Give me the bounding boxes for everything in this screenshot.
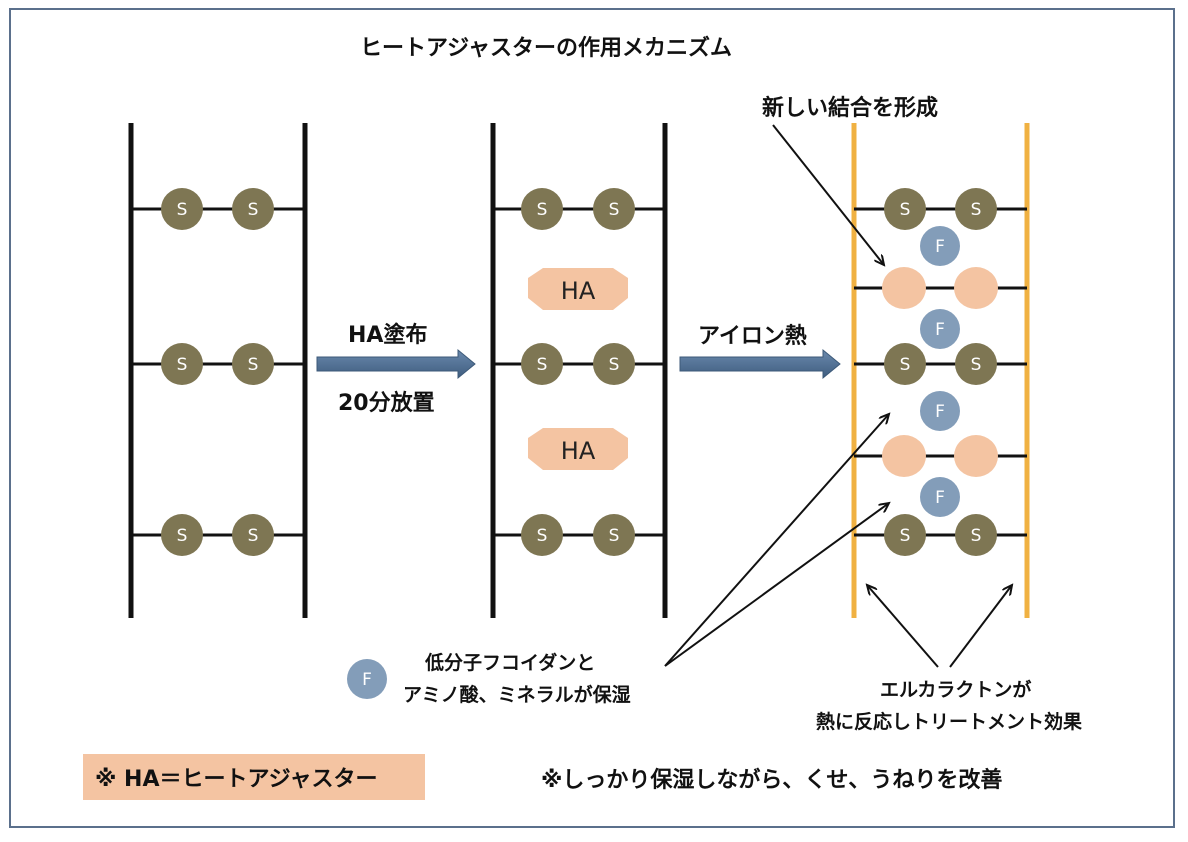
callout-arrow — [949, 585, 1012, 668]
s-atom: S — [593, 188, 635, 230]
fucoidan-label-line1: 低分子フコイダンと — [425, 652, 596, 674]
process-arrow — [679, 348, 841, 380]
f-molecule: F — [920, 391, 960, 431]
s-atom: S — [955, 343, 997, 385]
s-atom: S — [884, 343, 926, 385]
diagram-title: ヒートアジャスターの作用メカニズム — [360, 36, 733, 61]
f-molecule: F — [920, 309, 960, 349]
svg-text:F: F — [935, 488, 945, 508]
step1-sublabel: 20分放置 — [338, 391, 435, 416]
svg-text:S: S — [248, 355, 259, 375]
effect-note-text: ※しっかり保湿しながら、くせ、うねりを改善 — [541, 768, 1003, 793]
svg-text:S: S — [609, 526, 620, 546]
step2-label: アイロン熱 — [698, 324, 807, 349]
process-arrow — [316, 348, 476, 380]
s-atom: S — [955, 188, 997, 230]
s-atom: S — [161, 343, 203, 385]
s-atom: S — [521, 343, 563, 385]
svg-text:F: F — [935, 402, 945, 422]
diagram-frame — [9, 8, 1175, 828]
new-bond-ball — [882, 435, 926, 477]
svg-text:HA: HA — [561, 277, 596, 305]
s-atom: S — [884, 188, 926, 230]
svg-text:S: S — [177, 200, 188, 220]
svg-text:F: F — [935, 237, 945, 257]
ha-note-text: ※ HA＝ヒートアジャスター — [95, 767, 378, 792]
callout-arrow — [664, 503, 889, 667]
s-atom: S — [521, 188, 563, 230]
hair-ladder-after: S S S S S S F F F F — [851, 123, 1030, 618]
svg-text:S: S — [900, 355, 911, 375]
new-bond-ball — [882, 267, 926, 309]
svg-text:S: S — [900, 200, 911, 220]
svg-text:S: S — [971, 526, 982, 546]
svg-text:S: S — [537, 200, 548, 220]
s-atom: S — [955, 514, 997, 556]
s-atom: S — [232, 188, 274, 230]
f-molecule: F — [920, 226, 960, 266]
callout-arrow — [867, 585, 939, 668]
s-atom: S — [593, 343, 635, 385]
new-bond-ball — [954, 267, 998, 309]
svg-text:S: S — [971, 200, 982, 220]
svg-text:HA: HA — [561, 437, 596, 465]
s-atom: S — [593, 514, 635, 556]
hair-ladder-applied: S S S S S S HA HA — [490, 123, 668, 618]
f-molecule: F — [920, 477, 960, 517]
ha-blob: HA — [528, 268, 628, 310]
s-atom: S — [521, 514, 563, 556]
ha-note-box — [83, 754, 425, 800]
svg-text:S: S — [537, 355, 548, 375]
new-bond-ball — [954, 435, 998, 477]
callout-arrow — [664, 414, 889, 667]
svg-text:F: F — [362, 670, 372, 690]
ha-blob: HA — [528, 428, 628, 470]
fucoidan-label-line2: アミノ酸、ミネラルが保湿 — [403, 684, 631, 706]
legend-f-icon: F — [347, 659, 387, 699]
hair-ladder-before: S S S S S S — [128, 123, 308, 618]
s-atom: S — [232, 343, 274, 385]
svg-text:S: S — [609, 200, 620, 220]
s-atom: S — [232, 514, 274, 556]
s-atom: S — [884, 514, 926, 556]
svg-text:S: S — [177, 526, 188, 546]
s-atom: S — [161, 188, 203, 230]
erlactone-label-line2: 熱に反応しトリートメント効果 — [816, 711, 1083, 733]
erlactone-label-line1: エルカラクトンが — [880, 679, 1032, 701]
svg-text:S: S — [248, 526, 259, 546]
svg-text:S: S — [609, 355, 620, 375]
new-bond-label: 新しい結合を形成 — [762, 96, 939, 121]
s-atom: S — [161, 514, 203, 556]
svg-text:S: S — [248, 200, 259, 220]
svg-text:F: F — [935, 320, 945, 340]
svg-text:S: S — [900, 526, 911, 546]
callout-arrow — [772, 124, 884, 265]
svg-text:S: S — [177, 355, 188, 375]
svg-text:S: S — [971, 355, 982, 375]
step1-label: HA塗布 — [348, 323, 428, 348]
svg-text:S: S — [537, 526, 548, 546]
